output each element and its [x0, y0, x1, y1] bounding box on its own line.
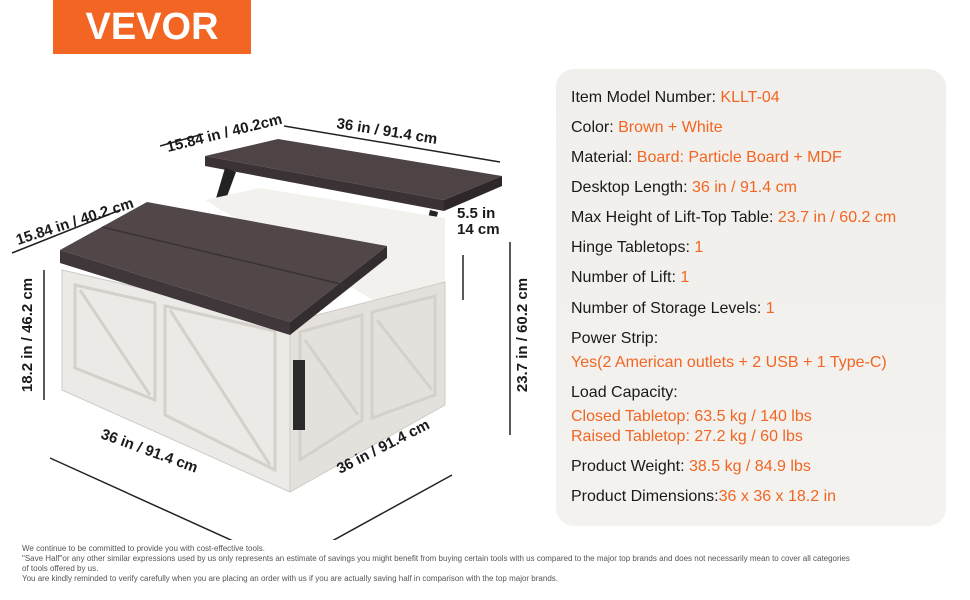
spec-lift: Number of Lift: 1 [571, 269, 690, 286]
spec-model: Item Model Number: KLLT-04 [571, 89, 780, 106]
spec-hinge: Hinge Tabletops: 1 [571, 239, 704, 256]
lid-surface [60, 202, 387, 322]
spec-model-value: KLLT-04 [720, 89, 780, 106]
spec-power-label: Power Strip: [571, 330, 659, 347]
spec-weight: Product Weight: 38.5 kg / 84.9 lbs [571, 458, 811, 475]
dim-body-height: 18.2 in / 46.2 cm [19, 278, 36, 392]
spec-max-height: Max Height of Lift-Top Table: 23.7 in / … [571, 209, 897, 226]
logo-text: VEVOR [85, 5, 219, 48]
disclaimer-line-2: "Save Half"or any other similar expressi… [22, 554, 850, 563]
spec-dims-value: 36 x 36 x 18.2 in [718, 488, 837, 505]
spec-load-raised: Raised Tabletop: 27.2 kg / 60 lbs [571, 428, 803, 445]
coffee-table-illustration: 15.84 in / 40.2cm 36 in / 91.4 cm 5.5 in… [11, 111, 531, 540]
cabinet-side [289, 281, 446, 493]
lift-top-edge [205, 156, 444, 211]
spec-color: Color: Brown + White [571, 119, 723, 136]
spec-load-closed: Closed Tabletop: 63.5 kg / 140 lbs [571, 408, 812, 425]
spec-material: Material: Board: Particle Board + MDF [571, 149, 842, 166]
vevor-logo: VEVOR [53, 0, 251, 54]
disclaimer-line-3: of tools offered by us. [22, 564, 99, 573]
front-panel-trim [73, 283, 437, 473]
dimension-lines [11, 125, 511, 540]
disclaimer: We continue to be committed to provide y… [22, 544, 952, 584]
spec-desktop-value: 36 in / 91.4 cm [691, 179, 797, 196]
dim-lift-height-cm: 14 cm [457, 221, 500, 238]
disclaimer-line-1: We continue to be committed to provide y… [22, 544, 265, 553]
spec-maxheight-value: 23.7 in / 60.2 cm [777, 209, 897, 226]
spec-weight-value: 38.5 kg / 84.9 lbs [688, 458, 811, 475]
lift-top-edge-right [444, 176, 502, 211]
dim-lift-height: 5.5 in [457, 205, 495, 222]
lid-edge-front [60, 250, 290, 335]
lid-hinge-line [101, 226, 346, 286]
dim-total-height: 23.7 in / 60.2 cm [514, 278, 531, 392]
spec-power-value: Yes(2 American outlets + 2 USB + 1 Type-… [571, 354, 887, 371]
spec-card: Item Model Number: KLLT-04 Color: Brown … [556, 69, 946, 526]
spec-load-label: Load Capacity: [571, 384, 678, 401]
spec-lift-value: 1 [680, 269, 690, 286]
lid-edge-side [290, 246, 387, 335]
spec-dimensions: Product Dimensions:36 x 36 x 18.2 in [571, 488, 837, 505]
spec-material-value: Board: Particle Board + MDF [636, 149, 842, 166]
spec-hinge-value: 1 [694, 239, 704, 256]
spec-storage-value: 1 [765, 300, 775, 317]
spec-color-value: Brown + White [618, 119, 723, 136]
disclaimer-line-4: You are kindly reminded to verify carefu… [22, 574, 558, 583]
spec-storage: Number of Storage Levels: 1 [571, 300, 775, 317]
lift-top-surface [205, 139, 502, 200]
power-strip-panel [293, 360, 305, 430]
spec-desktop-length: Desktop Length: 36 in / 91.4 cm [571, 179, 797, 196]
